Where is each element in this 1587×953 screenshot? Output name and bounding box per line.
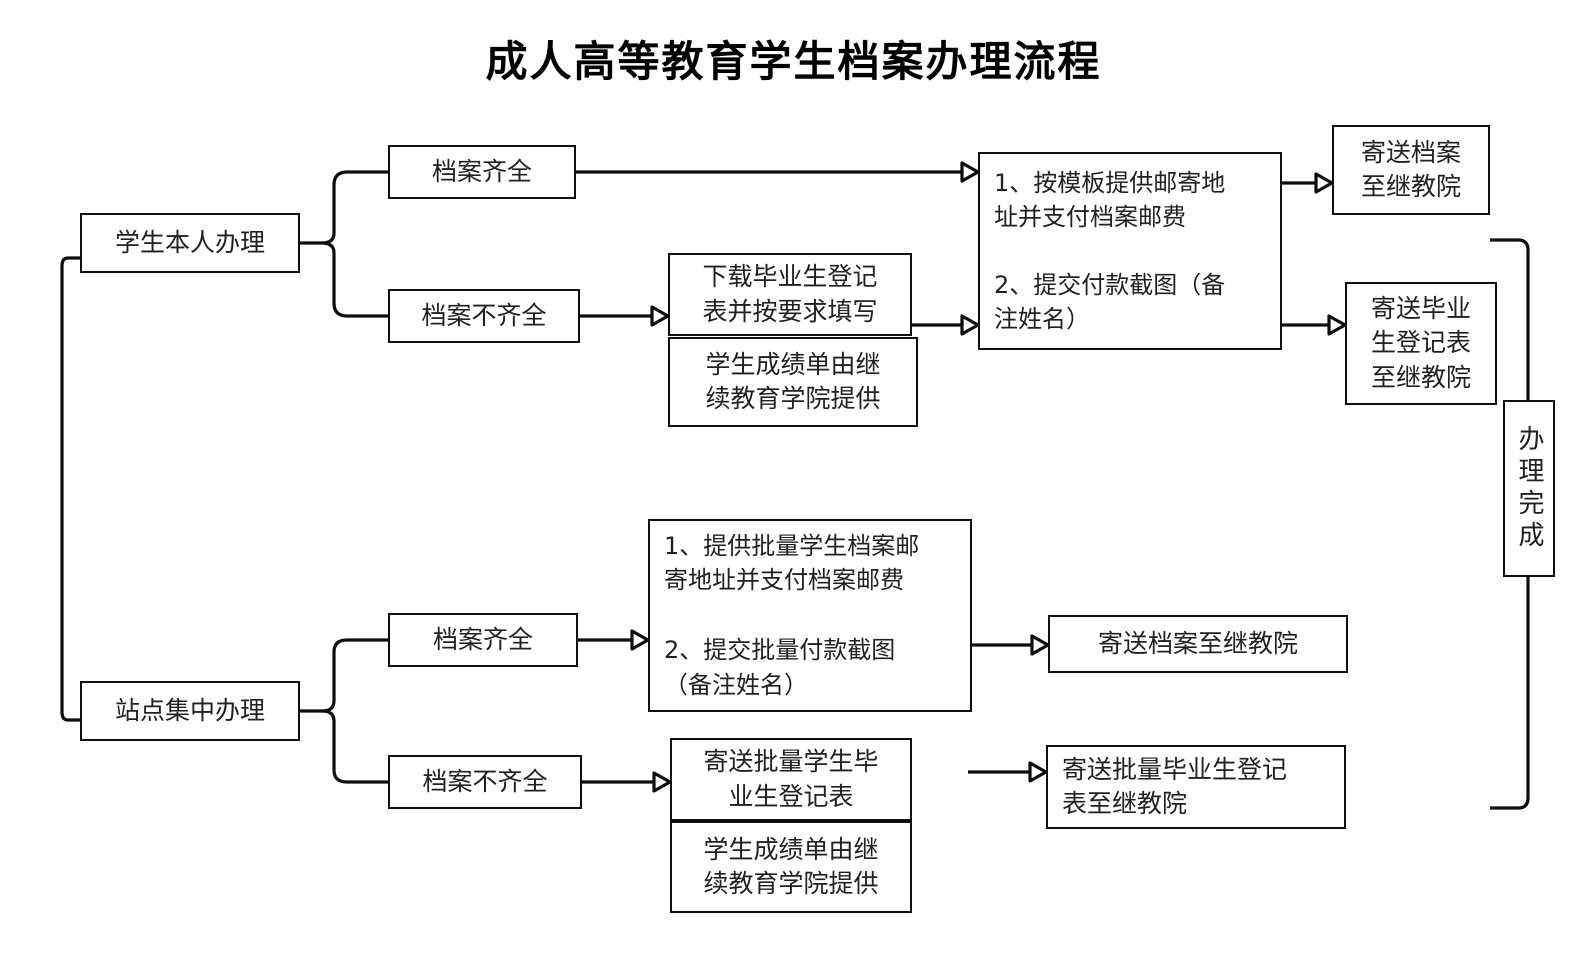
node-self-incomplete[interactable]: 档案不齐全 (388, 289, 580, 343)
brace-batch-upper (321, 638, 388, 713)
node-send-archive-self[interactable]: 寄送档案 至继教院 (1332, 125, 1490, 215)
node-transcript-batch[interactable]: 学生成绩单由继 续教育学院提供 (670, 821, 912, 913)
node-send-batch-forms-to[interactable]: 寄送批量毕业生登记 表至继教院 (1046, 745, 1346, 829)
arrowhead-send-archive-self (1314, 172, 1334, 194)
node-batch-complete[interactable]: 档案齐全 (388, 613, 578, 667)
arrowhead-download-group (960, 314, 980, 336)
node-send-batch-forms[interactable]: 寄送批量学生毕 业生登记表 (670, 738, 912, 821)
node-send-archive-batch[interactable]: 寄送档案至继教院 (1048, 615, 1348, 673)
arrowhead-self-incomplete (650, 305, 670, 327)
page-title: 成人高等教育学生档案办理流程 (485, 37, 1102, 86)
arrowhead-send-batch-forms (1028, 761, 1048, 783)
node-self-complete[interactable]: 档案齐全 (388, 145, 576, 199)
node-batch-incomplete[interactable]: 档案不齐全 (388, 755, 582, 809)
arrowhead-self-complete (960, 161, 980, 183)
node-batch-payment[interactable]: 1、提供批量学生档案邮 寄地址并支付档案邮费 2、提交批量付款截图 （备注姓名） (648, 519, 972, 712)
node-finish[interactable]: 办理完成 (1503, 400, 1555, 577)
arrowhead-send-form-self (1327, 314, 1347, 336)
brace-self-upper (321, 170, 388, 245)
brace-batch-lower (321, 709, 388, 784)
left-entry-bracket (60, 256, 80, 722)
right-bracket-bottom (1490, 577, 1530, 810)
node-send-form-self[interactable]: 寄送毕业 生登记表 至继教院 (1345, 282, 1497, 405)
arrowhead-send-archive-batch (1030, 634, 1050, 656)
node-station-batch[interactable]: 站点集中办理 (80, 681, 300, 741)
node-download-form[interactable]: 下载毕业生登记 表并按要求填写 (668, 253, 912, 336)
node-self-payment[interactable]: 1、按模板提供邮寄地 址并支付档案邮费 2、提交付款截图（备 注姓名） (978, 152, 1282, 350)
brace-self-lower (321, 241, 388, 318)
arrowhead-batch-incomplete (652, 771, 672, 793)
node-student-self[interactable]: 学生本人办理 (80, 213, 300, 273)
node-transcript-self[interactable]: 学生成绩单由继 续教育学院提供 (668, 337, 918, 427)
arrowhead-batch-complete (630, 629, 650, 651)
